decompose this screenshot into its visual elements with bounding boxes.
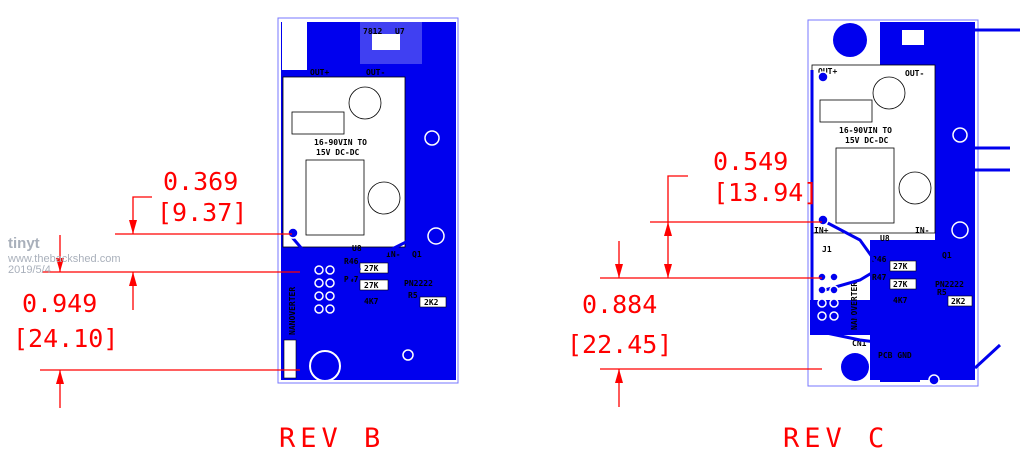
silk-r47: R47 [872,273,887,282]
silk-u7: U7 [395,27,405,36]
silk-nanoverter: NANOVERTER [850,282,859,330]
module-label-line2: 15V DC-DC [845,136,889,145]
silk-u8: U8 [352,244,362,253]
silk-cn1: CN1 [852,339,867,348]
silk-pcb-gnd: PCB GND [878,351,912,360]
silk-in-minus: IN- [915,226,929,235]
rev-b-label: REV B [279,423,385,454]
rev-b-top-dim-mm: [9.37] [157,198,247,227]
silk-r5: R5 [937,288,947,297]
rev-c-top-dim-mm: [13.94] [713,178,818,207]
silk-u8: U8 [880,234,890,243]
silk-out-plus: OUT+ [818,67,837,76]
watermark: tinyt www.thebackshed.com 2019/5/4 [7,235,121,276]
silk-in-minus: IN- [386,250,400,259]
silk-nanoverter: NANOVERTER [288,287,297,335]
rev-c-bottom-dim-inch: 0.884 [582,290,657,319]
silk-pn2222: PN2222 [935,280,964,289]
rev-b-bottom-dim-mm: [24.10] [13,324,118,353]
module-label-line2: 15V DC-DC [316,148,360,157]
silk-27k-a: 27K [893,262,908,271]
watermark-date: 2019/5/4 [8,264,51,276]
rev-c-board: 16-90VIN TO 15V DC-DC OUT+ OUT- IN+ IN- … [807,19,1020,387]
silk-pn2222: PN2222 [404,279,433,288]
rev-b-top-dim-inch: 0.369 [163,167,238,196]
silk-r5: R5 [408,291,418,300]
silk-out-minus: OUT- [905,69,924,78]
silk-out-minus: OUT- [366,68,385,77]
rev-c-bottom-dim-mm: [22.45] [567,330,672,359]
silk-j1: J1 [822,245,832,254]
rev-b-board: 16-90VIN TO 15V DC-DC OUT+ OUT- U8 IN- R… [277,17,459,384]
silk-27k-b: 27K [364,281,379,290]
rev-c-top-dim-inch: 0.549 [713,147,788,176]
silk-27k-a: 27K [364,264,379,273]
silk-r46: R46 [344,257,359,266]
silk-4k7: 4K7 [364,297,379,306]
silk-in-plus: IN+ [814,226,829,235]
silk-27k-b: 27K [893,280,908,289]
module-label-line1: 16-90VIN TO [839,126,892,135]
rev-c-label: REV C [783,423,889,454]
silk-4k7: 4K7 [893,296,908,305]
watermark-name: tinyt [8,235,40,252]
silk-q1: Q1 [412,250,422,259]
module-label-line1: 16-90VIN TO [314,138,367,147]
silk-out-plus: OUT+ [310,68,329,77]
silk-q1: Q1 [942,251,952,260]
silk-2k2: 2K2 [424,298,439,307]
silk-r46: R46 [872,255,887,264]
rev-c-dimensions: 0.549 [13.94] 0.884 [22.45] REV C [567,147,889,454]
watermark-site: www.thebackshed.com [7,253,121,265]
silk-7812: 7812 [363,27,382,36]
silk-2k2: 2K2 [951,297,966,306]
rev-b-bottom-dim-inch: 0.949 [22,289,97,318]
rev-b-dimensions: 0.369 [9.37] 0.949 [24.10] REV B [13,167,385,454]
